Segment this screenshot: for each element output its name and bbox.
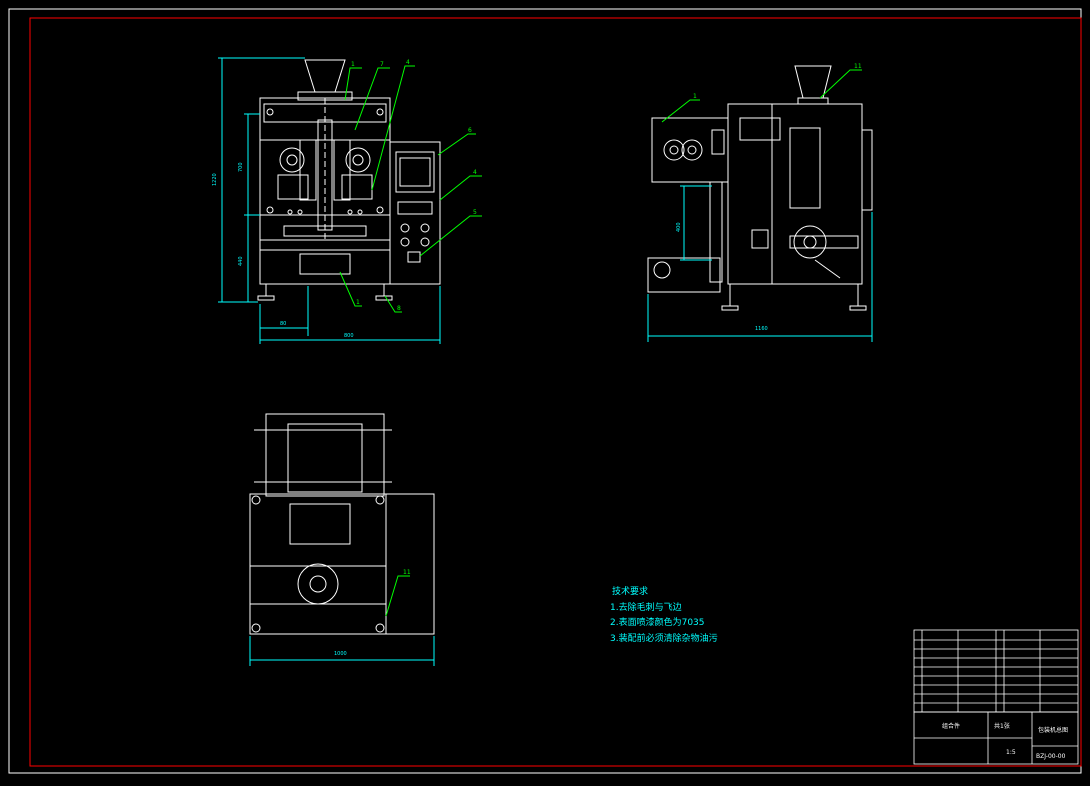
dim-side-mid: 400 <box>676 222 682 232</box>
top-view <box>249 413 435 635</box>
bom-table <box>913 629 1079 713</box>
top-view-dimensions <box>249 636 435 666</box>
balloon-label: 4 <box>473 169 477 176</box>
note-line: 3.装配前必须清除杂物油污 <box>610 632 718 644</box>
note-line: 2.表面喷漆颜色为7035 <box>610 616 705 628</box>
dim-upper: 700 <box>238 162 244 172</box>
side-view-dimensions <box>647 185 873 342</box>
title-scale: 1:5 <box>1006 749 1016 756</box>
balloon-label: 11 <box>403 569 411 576</box>
notes-heading: 技术要求 <box>612 585 648 597</box>
front-view <box>257 59 441 301</box>
top-view-balloons: 11 <box>403 569 411 576</box>
dim-side-width: 1160 <box>755 326 768 332</box>
balloon-label: 1 <box>351 61 355 68</box>
title-block <box>913 711 1079 765</box>
balloon-label: 6 <box>468 127 472 134</box>
front-view-dim-labels: 1220 700 440 80 800 <box>212 162 354 339</box>
front-view-dimensions <box>218 57 441 344</box>
side-view <box>647 65 873 311</box>
title-block-text: 包装机总图 BZJ-00-00 组合件 1:5 共1张 <box>942 722 1068 760</box>
title-drawing-number: BZJ-00-00 <box>1036 753 1066 760</box>
title-sheet: 共1张 <box>994 722 1010 730</box>
outer-frame <box>8 8 1082 774</box>
balloon-label: 1 <box>356 299 360 306</box>
dim-lower: 440 <box>238 256 244 266</box>
dim-base-left: 80 <box>280 321 286 327</box>
balloon-label: 7 <box>380 61 384 68</box>
front-view-balloons: 1 7 4 6 4 5 1 8 <box>351 59 477 312</box>
balloon-label: 4 <box>406 59 410 66</box>
balloon-label: 8 <box>397 305 401 312</box>
technical-notes: 技术要求 1.去除毛刺与飞边 2.表面喷漆颜色为7035 3.装配前必须清除杂物… <box>610 585 718 644</box>
title-material: 组合件 <box>942 722 960 730</box>
inner-border <box>29 17 1082 767</box>
top-view-leaders <box>385 575 410 617</box>
balloon-label: 11 <box>854 63 862 70</box>
top-view-dim-labels: 1000 <box>334 651 347 657</box>
side-view-balloons: 1 11 <box>693 63 862 100</box>
dim-overall-height: 1220 <box>212 173 218 186</box>
title-part-name: 包装机总图 <box>1038 726 1068 734</box>
dim-top-width: 1000 <box>334 651 347 657</box>
side-view-dim-labels: 1160 400 <box>676 222 768 332</box>
note-line: 1.去除毛刺与飞边 <box>610 601 682 613</box>
balloon-label: 5 <box>473 209 477 216</box>
dim-base-right: 800 <box>344 333 354 339</box>
front-view-leaders <box>339 65 482 313</box>
balloon-label: 1 <box>693 93 697 100</box>
side-view-leaders <box>661 69 862 123</box>
